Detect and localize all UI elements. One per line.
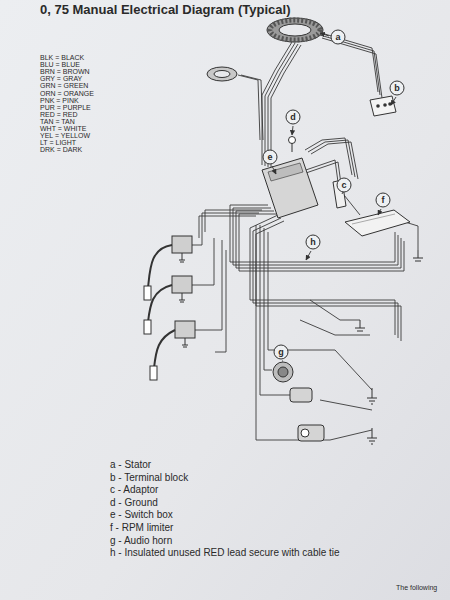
switch-box [262,158,318,218]
callout-letter: f [375,195,391,205]
callout-circle: g [273,344,289,360]
callout-letter: c [336,180,352,190]
callout-leaders [272,33,396,361]
key-entry: b - Terminal block [110,472,188,483]
callout-circle: h [305,234,321,250]
callout-letter: e [262,152,278,162]
color-code: GRN = GREEN [40,82,88,90]
color-code: RED = RED [40,111,78,119]
color-code: BLU = BLUE [40,61,80,69]
key-switch [290,388,324,441]
key-entry: f - RPM limiter [110,522,173,533]
color-code: LT = LIGHT [40,139,76,147]
key-entry: c - Adaptor [110,484,158,495]
color-code: TAN = TAN [40,118,75,126]
key-entry: d - Ground [110,497,158,508]
key-entry: e - Switch box [110,509,173,520]
color-code: WHT = WHITE [40,125,86,133]
page-note: The following [396,584,437,592]
callout-letter: a [330,32,346,42]
audio-horn [273,362,293,382]
key-entry: a - Stator [110,459,151,470]
rpm-limiter [345,210,410,236]
callout-circle: e [262,149,278,165]
callout-letter: h [305,237,321,247]
callout-circle: a [330,29,346,45]
trigger-coil [207,67,237,81]
key-entry: g - Audio horn [110,535,172,546]
color-code: YEL = YELLOW [40,132,90,140]
color-code: DRK = DARK [40,146,82,154]
color-code: GRY = GRAY [40,75,82,83]
color-code: PUR = PURPLE [40,104,91,112]
key-entry: h - Insulated unused RED lead secure wit… [110,547,340,558]
stator [267,18,323,42]
color-code: PNK = PINK [40,97,79,105]
callout-letter: b [389,83,405,93]
ground-stud [289,137,296,153]
callout-letter: g [273,347,289,357]
color-code: BLK = BLACK [40,54,84,62]
ground-symbols [355,250,423,444]
callout-circle: c [336,177,352,193]
callout-circle: d [285,109,301,125]
wire-bundles [192,32,418,440]
callout-letter: d [285,112,301,122]
terminal-block [370,96,396,116]
color-code: ORN = ORANGE [40,90,94,98]
diagram-title: 0, 75 Manual Electrical Diagram (Typical… [40,3,290,17]
ignition-coils [144,236,195,380]
callout-circle: f [375,192,391,208]
color-code: BRN = BROWN [40,68,90,76]
callout-circle: b [389,80,405,96]
